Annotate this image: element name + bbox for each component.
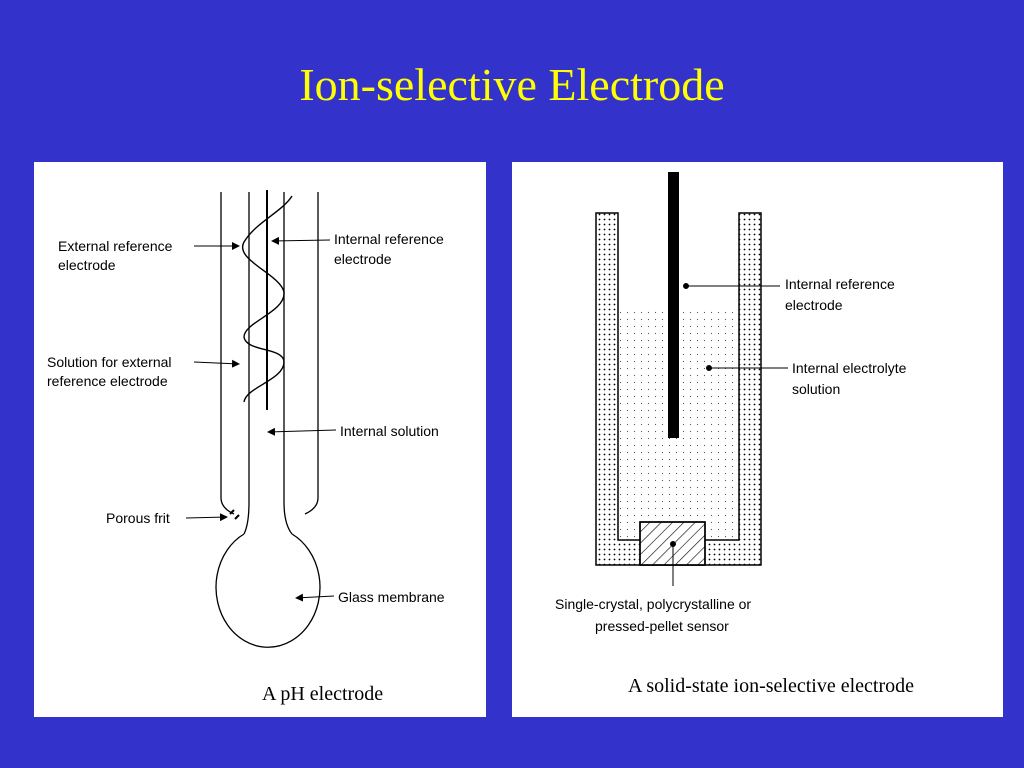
internal-reference-rod: [668, 172, 679, 438]
label-internal-reference-2: electrode: [334, 251, 392, 267]
solid-state-electrode-panel: Internal reference electrode Internal el…: [512, 162, 1003, 717]
solid-state-caption: A solid-state ion-selective electrode: [628, 675, 914, 697]
label-internal-reference-1: Internal reference: [334, 231, 444, 247]
label-porous-frit: Porous frit: [106, 510, 170, 526]
label-external-reference-2: electrode: [58, 257, 116, 273]
porous-frit-mark: [229, 509, 240, 520]
label-solution-external-1: Solution for external: [47, 354, 172, 370]
ph-electrode-diagram: External reference electrode Internal re…: [47, 190, 445, 705]
solid-state-electrode-diagram: Internal reference electrode Internal el…: [555, 172, 914, 697]
ph-electrode-caption: A pH electrode: [262, 683, 383, 705]
label-external-reference-1: External reference: [58, 238, 173, 254]
solid-leader-lines: [670, 283, 788, 586]
label-sensor-1: Single-crystal, polycrystalline or: [555, 596, 751, 612]
external-reference-wire: [241, 195, 293, 403]
label-ss-internal-reference-1: Internal reference: [785, 276, 895, 292]
label-solution-external-2: reference electrode: [47, 373, 168, 389]
label-electrolyte-2: solution: [792, 381, 840, 397]
ph-leader-lines: [185, 236, 337, 602]
label-sensor-2: pressed-pellet sensor: [595, 618, 729, 634]
slide-title: Ion-selective Electrode: [299, 59, 725, 110]
label-internal-solution: Internal solution: [340, 423, 439, 439]
ph-electrode-panel: External reference electrode Internal re…: [34, 162, 486, 717]
label-glass-membrane: Glass membrane: [338, 589, 445, 605]
label-ss-internal-reference-2: electrode: [785, 297, 843, 313]
label-electrolyte-1: Internal electrolyte: [792, 360, 907, 376]
